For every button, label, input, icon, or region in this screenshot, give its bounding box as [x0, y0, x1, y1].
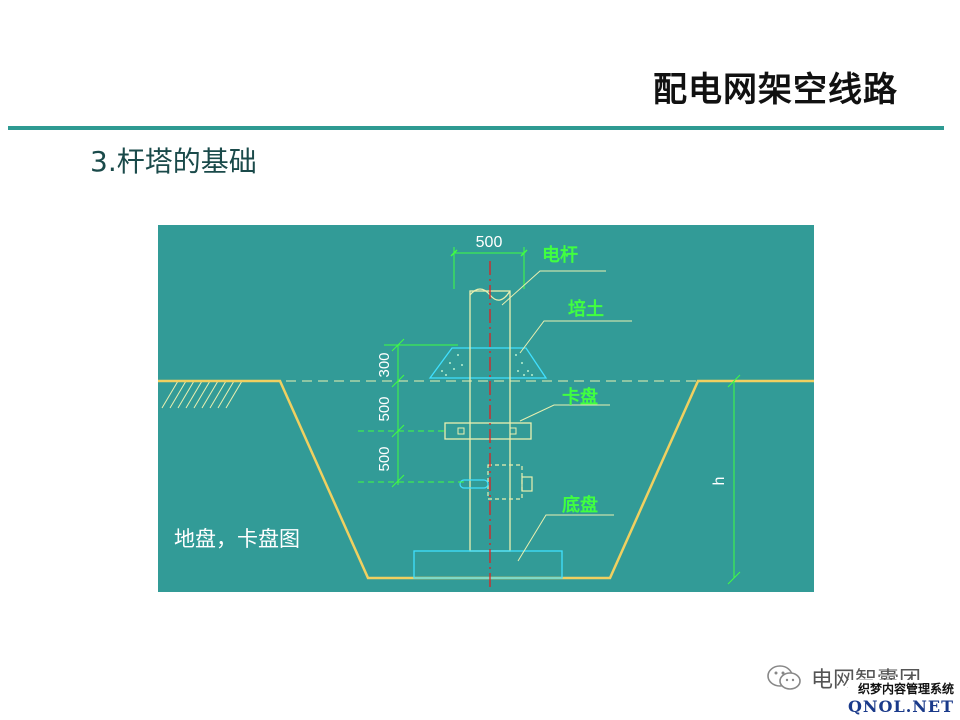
chuck-plate-label: 卡盘 [562, 386, 598, 408]
foundation-diagram: 500 300 500 500 h 电杆 培土 卡盘 底盘 地盘，卡盘图 [158, 225, 814, 592]
diagram-caption: 地盘，卡盘图 [174, 527, 300, 551]
pole-width-label: 500 [476, 234, 503, 251]
leader-lines [501, 270, 632, 562]
slide-title: 配电网架空线路 [653, 70, 898, 110]
chuck-plate [444, 422, 532, 440]
vertical-dimensions [358, 338, 468, 488]
u-bolt-nut [521, 476, 533, 492]
chuck-bolt-right [509, 427, 517, 435]
diagram-drawing: 500 300 500 500 h 电杆 培土 卡盘 底盘 [158, 234, 814, 587]
watermark-site-line1: 织梦内容管理系统 [847, 680, 954, 697]
pole-label: 电杆 [542, 244, 578, 266]
mound-height-label: 300 [376, 352, 393, 377]
base-plate [413, 550, 563, 579]
pit-depth-label: h [711, 477, 728, 486]
pit-depth-dimension [727, 374, 741, 585]
title-rule [8, 126, 944, 130]
chuck-depth-label: 500 [376, 396, 393, 421]
watermark-site: 织梦内容管理系统 QNOL.NET [847, 680, 954, 716]
wechat-icon [767, 665, 801, 690]
chuck-to-bolt-label: 500 [376, 446, 393, 471]
u-bolt-rod [459, 479, 489, 489]
watermark-site-line2: QNOL.NET [847, 697, 954, 716]
backfill-dots [441, 354, 533, 376]
pole-width-dimension [450, 247, 528, 289]
chuck-bolt-left [457, 427, 465, 435]
section-heading: 3.杆塔的基础 [90, 145, 257, 178]
backfill-mound [428, 347, 548, 379]
backfill-label: 培土 [568, 298, 604, 320]
base-plate-label: 底盘 [562, 494, 598, 516]
ground-hatch [161, 380, 243, 409]
u-bolt-bracket [487, 464, 523, 500]
